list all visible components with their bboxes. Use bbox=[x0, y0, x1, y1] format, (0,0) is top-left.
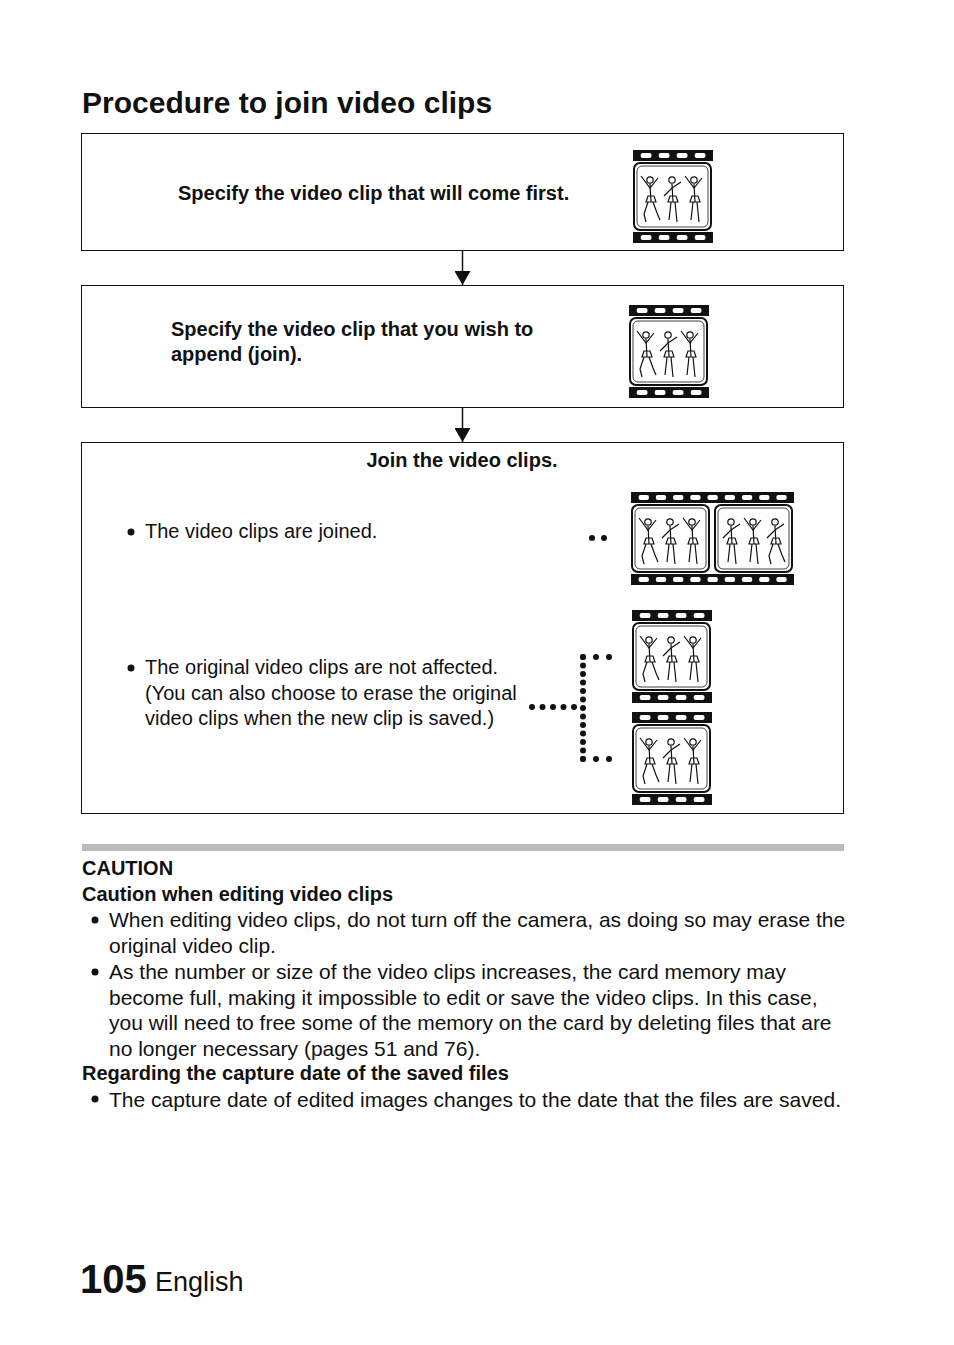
bullet-dot bbox=[128, 529, 135, 536]
leader-dot bbox=[593, 756, 599, 762]
leader-dot bbox=[529, 704, 535, 710]
box-bullet-text: The original video clips are not affecte… bbox=[145, 655, 530, 732]
leader-dot bbox=[580, 722, 586, 728]
box-bullet-text: The video clips are joined. bbox=[145, 519, 565, 544]
dancer-figure bbox=[640, 636, 659, 682]
leader-dot bbox=[580, 756, 586, 762]
dancer-figure bbox=[663, 739, 680, 784]
leader-dot bbox=[580, 739, 586, 745]
dancer-figure bbox=[662, 519, 679, 564]
film-strip bbox=[632, 610, 712, 703]
box-heading: Specify the video clip that will come fi… bbox=[178, 181, 648, 206]
leader-dot bbox=[580, 756, 586, 762]
leader-dot bbox=[606, 756, 612, 762]
leader-dot bbox=[580, 714, 586, 720]
dancer-figure bbox=[641, 176, 660, 222]
caution-text: The capture date of edited images change… bbox=[109, 1087, 847, 1113]
box-heading: Join the video clips. bbox=[82, 448, 842, 473]
bullet-dot bbox=[92, 1096, 99, 1103]
dancer-figure bbox=[664, 177, 681, 222]
dancer-figure bbox=[681, 331, 698, 377]
leader-dot bbox=[589, 535, 595, 541]
dancer-figure bbox=[723, 519, 740, 564]
dancer-figure bbox=[637, 331, 656, 377]
film-strip bbox=[629, 305, 709, 398]
leader-dot bbox=[571, 704, 577, 710]
separator-rule bbox=[82, 844, 844, 851]
leader-dot bbox=[580, 654, 586, 660]
process-box: Join the video clips. The video clips are… bbox=[81, 442, 844, 814]
caution-subheading: Regarding the capture date of the saved … bbox=[82, 1061, 782, 1086]
bullet-dot bbox=[92, 969, 99, 976]
film-strip bbox=[632, 712, 712, 805]
flow-arrow bbox=[462, 408, 464, 442]
leader-dot bbox=[580, 680, 586, 686]
process-box: Specify the video clip that will come fi… bbox=[81, 133, 844, 251]
dancer-figure bbox=[744, 518, 761, 564]
leader-dot bbox=[580, 688, 586, 694]
page-title: Procedure to join video clips bbox=[82, 84, 492, 122]
flow-arrow bbox=[462, 251, 464, 285]
film-strip bbox=[633, 150, 713, 243]
leader-dot bbox=[580, 731, 586, 737]
leader-dot bbox=[593, 654, 599, 660]
page-number: 105 bbox=[80, 1256, 160, 1302]
caution-text: When editing video clips, do not turn of… bbox=[109, 907, 847, 958]
bullet-dot bbox=[92, 917, 99, 924]
leader-dot bbox=[580, 663, 586, 669]
leader-dot bbox=[606, 654, 612, 660]
caution-heading: CAUTION bbox=[82, 856, 482, 881]
dancer-figure bbox=[660, 332, 677, 377]
leader-dot bbox=[580, 705, 586, 711]
caution-subheading: Caution when editing video clips bbox=[82, 882, 682, 907]
dancer-figure bbox=[684, 636, 701, 682]
dancer-figure bbox=[767, 519, 785, 564]
caution-text: As the number or size of the video clips… bbox=[109, 959, 847, 1061]
dancer-figure bbox=[639, 518, 658, 564]
dancer-figure bbox=[663, 637, 680, 682]
dancer-figure bbox=[684, 738, 701, 784]
dancer-figure bbox=[683, 518, 700, 564]
leader-dot bbox=[580, 748, 586, 754]
leader-dot bbox=[540, 704, 546, 710]
leader-dot bbox=[561, 704, 567, 710]
bullet-dot bbox=[128, 665, 135, 672]
process-box: Specify the video clip that you wish to … bbox=[81, 285, 844, 408]
film-strip bbox=[631, 492, 794, 585]
language-label: English bbox=[155, 1266, 315, 1299]
leader-dot bbox=[580, 671, 586, 677]
box-heading: Specify the video clip that you wish to … bbox=[171, 317, 601, 367]
dancer-figure bbox=[640, 738, 659, 784]
leader-dot bbox=[580, 654, 586, 660]
leader-dot bbox=[550, 704, 556, 710]
leader-dot bbox=[580, 697, 586, 703]
leader-dot bbox=[601, 535, 607, 541]
dancer-figure bbox=[685, 176, 702, 222]
